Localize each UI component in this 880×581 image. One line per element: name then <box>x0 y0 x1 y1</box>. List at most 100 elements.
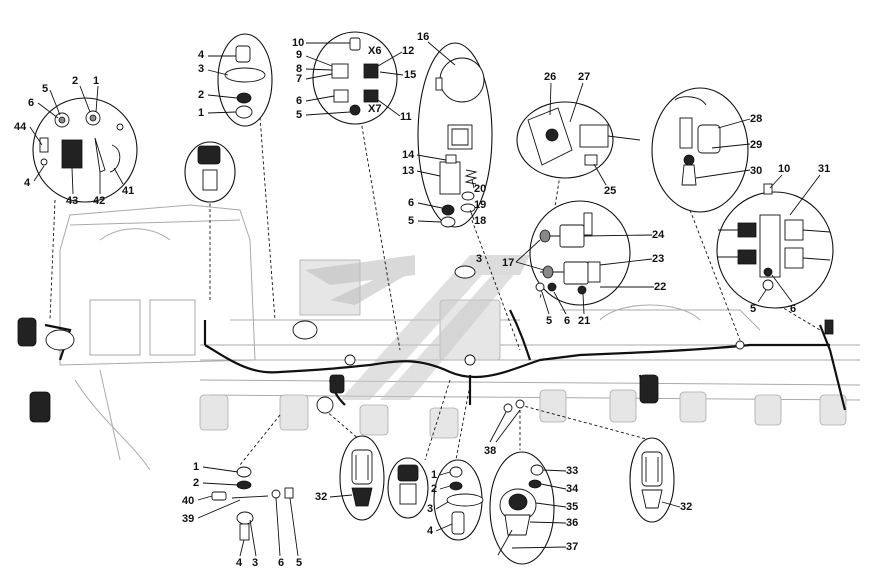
callout-33: 33 <box>566 465 578 477</box>
callout-6: 6 <box>278 557 284 569</box>
callouts-bubble-12: 33 34 35 36 37 <box>511 465 579 553</box>
callout-23: 23 <box>652 253 664 265</box>
chassis-parts <box>292 319 834 414</box>
callouts-bottom-left: 1 2 40 39 4 3 6 5 <box>182 461 302 569</box>
callout-38: 38 <box>484 445 496 457</box>
callouts-bubble-7: 10 31 5 6 <box>750 163 830 315</box>
callout-18: 18 <box>474 215 486 227</box>
callouts-bubble-1: 44 5 6 2 1 4 43 42 41 <box>14 75 134 207</box>
callout-41: 41 <box>122 185 134 197</box>
callout-3: 3 <box>476 253 482 265</box>
callout-4: 4 <box>24 177 31 189</box>
callout-1: 1 <box>198 107 204 119</box>
detail-bubble-work-lamp <box>489 451 555 565</box>
callouts-bubble-8: 24 17 23 22 5 6 21 <box>502 229 666 327</box>
callouts-bubble-13: 32 <box>661 501 692 513</box>
truck-chassis-outline <box>59 204 861 471</box>
callout-19: 19 <box>474 199 486 211</box>
callout-40: 40 <box>182 495 194 507</box>
callout-5: 5 <box>42 83 48 95</box>
callout-14: 14 <box>402 149 415 161</box>
callout-6: 6 <box>408 197 414 209</box>
callout-44: 44 <box>14 121 27 133</box>
detail-bubble-sensor <box>651 87 749 213</box>
callouts-bubble-11: 1 2 3 4 <box>427 469 453 537</box>
detail-bubble-beacon <box>417 42 493 228</box>
detail-bubble-marker-lamp <box>217 33 273 127</box>
callout-28: 28 <box>750 113 762 125</box>
left-lamps <box>17 317 75 423</box>
callout-4: 4 <box>198 49 205 61</box>
callout-2: 2 <box>193 477 199 489</box>
callout-21: 21 <box>578 315 590 327</box>
detail-bubble-motor <box>387 457 429 519</box>
callout-5: 5 <box>296 109 302 121</box>
callouts-center: 3 38 <box>454 253 525 457</box>
callout-2: 2 <box>198 89 204 101</box>
callout-10: 10 <box>778 163 790 175</box>
callout-32: 32 <box>315 491 327 503</box>
callout-31: 31 <box>818 163 830 175</box>
callout-17: 17 <box>502 257 514 269</box>
detail-bubble-rear-lamp <box>32 97 138 203</box>
callout-3: 3 <box>252 557 258 569</box>
detail-bubble-horn-right <box>629 437 675 523</box>
callout-39: 39 <box>182 513 194 525</box>
callout-2: 2 <box>72 75 78 87</box>
callouts-bubble-5: 26 27 25 <box>544 71 616 197</box>
callout-34: 34 <box>566 483 579 495</box>
callout-1: 1 <box>93 75 99 87</box>
callout-22: 22 <box>654 281 666 293</box>
callout-13: 13 <box>402 165 414 177</box>
callout-29: 29 <box>750 139 762 151</box>
callout-3: 3 <box>198 63 204 75</box>
callout-5: 5 <box>296 557 302 569</box>
callouts-bubble-2: 4 3 2 1 <box>198 49 238 119</box>
callout-5: 5 <box>546 315 552 327</box>
callouts-bubble-6: 28 29 30 <box>695 113 762 179</box>
callout-27: 27 <box>578 71 590 83</box>
callout-2: 2 <box>431 483 437 495</box>
callout-5: 5 <box>750 303 756 315</box>
callout-25: 25 <box>604 185 616 197</box>
callout-4: 4 <box>427 525 434 537</box>
callout-12: 12 <box>402 45 414 57</box>
detail-bottom-left-parts <box>211 466 294 541</box>
callout-26: 26 <box>544 71 556 83</box>
detail-bubble-connectors-x6-x7 <box>312 31 398 125</box>
callout-42: 42 <box>93 195 105 207</box>
callout-x6: X6 <box>368 45 381 57</box>
detail-bubble-socket-block <box>716 183 834 309</box>
callout-1: 1 <box>193 461 199 473</box>
callout-11: 11 <box>400 111 412 123</box>
callout-20: 20 <box>474 183 486 195</box>
callout-43: 43 <box>66 195 78 207</box>
callouts-bubble-3: 10 X6 9 8 7 12 15 6 5 X7 11 <box>292 37 416 123</box>
callout-6: 6 <box>28 97 34 109</box>
callout-24: 24 <box>652 229 665 241</box>
callouts-bubble-4: 16 14 13 20 19 18 6 5 <box>402 31 486 227</box>
callout-35: 35 <box>566 501 578 513</box>
detail-bubble-plate-lamp <box>433 459 484 541</box>
callout-32: 32 <box>680 501 692 513</box>
callout-10: 10 <box>292 37 304 49</box>
callout-5: 5 <box>408 215 414 227</box>
callout-1: 1 <box>431 469 437 481</box>
callout-3: 3 <box>427 503 433 515</box>
callout-9: 9 <box>296 49 302 61</box>
callout-16: 16 <box>417 31 429 43</box>
callout-7: 7 <box>296 73 302 85</box>
callout-4: 4 <box>236 557 243 569</box>
detail-bubble-switch <box>516 101 641 179</box>
callout-6: 6 <box>790 303 796 315</box>
detail-bubble-horn-left <box>339 435 385 521</box>
callout-15: 15 <box>404 69 416 81</box>
detail-bubble-side-lamp <box>184 141 236 203</box>
callout-x7: X7 <box>368 103 381 115</box>
callout-37: 37 <box>566 541 578 553</box>
callout-30: 30 <box>750 165 762 177</box>
callout-6: 6 <box>296 95 302 107</box>
detail-bubble-relays <box>529 200 631 306</box>
callouts-bubble-9: 32 <box>315 491 353 503</box>
